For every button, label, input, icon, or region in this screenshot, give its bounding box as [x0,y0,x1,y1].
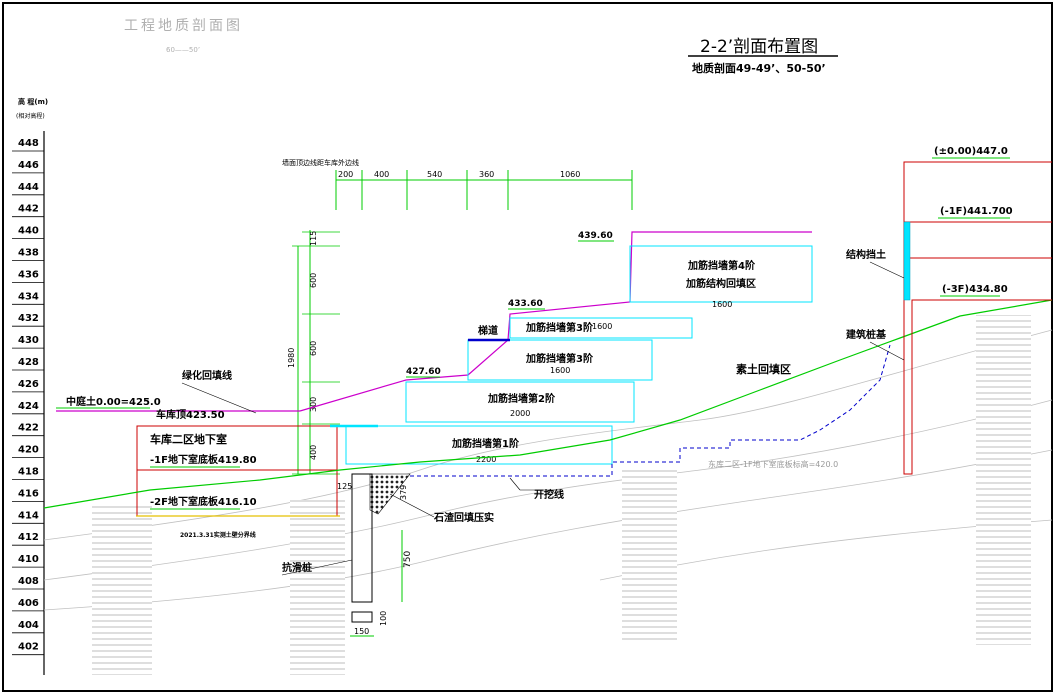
elevation-tick-label: 404 [18,620,39,631]
vdim-2: 600 [309,341,318,356]
struct-retain-label: 结构挡土 [846,248,886,261]
ramp-label: 梯道 [478,324,498,337]
elevation-tick-label: 448 [18,138,39,149]
elevation-tick-label: 428 [18,357,39,368]
tier1-width: 2200 [476,455,496,464]
anti-slide-label: 抗滑桩 [282,561,312,574]
b2-floor-label: -2F地下室底板416.10 [150,495,257,508]
tier3top-width: 1600 [592,322,612,331]
natural-ground-line [43,299,1053,509]
elevation-tick-label: 432 [18,313,39,324]
tier1-label: 加筋挡墙第1阶 [451,437,520,450]
sub-title: 地质剖面49-49’、50-50’ [692,61,826,75]
lvl-427-label: 427.60 [406,367,441,377]
vdim-3: 300 [309,397,318,412]
dim-750: 750 [403,551,413,568]
building-pile-label: 建筑桩基 [845,328,887,341]
elevation-tick-label: 402 [18,642,39,653]
vdim-1: 600 [309,273,318,288]
top-dim-2: 540 [427,170,442,179]
elevation-tick-label: 416 [18,488,39,499]
excavation-label: 开挖线 [534,488,564,501]
elevation-tick-label: 436 [18,269,39,280]
stone-fill: 石渣回填压实 [369,473,494,524]
zhongting-label: 中庭土0.00=425.0 [66,395,161,408]
top-dim-label: 墙面顶边线距车库外边线 [282,158,359,167]
f3-label: (-3F)434.80 [942,284,1008,295]
elevation-axis-title: 高 程(m) [18,97,48,106]
b1-floor-label: -1F地下室底板419.80 [150,453,257,466]
top-dim-1: 400 [374,170,389,179]
elevation-tick-label: 414 [18,510,39,521]
vdim-total: 1980 [287,348,296,368]
top-dim-3: 360 [479,170,494,179]
faint-title: 工程地质剖面图 [124,18,243,34]
elevation-tick-label: 412 [18,532,39,543]
tier4-label-b: 加筋结构回填区 [685,277,756,290]
backfill-line: 绿化回填线 427.60 433.60 439.60 [181,231,812,414]
dim-379: 379 [399,485,408,500]
faint-subtitle: 60——50’ [166,46,200,54]
tier2-label: 加筋挡墙第2阶 [487,392,556,405]
ramp: 梯道 [468,324,510,342]
lvl-433-label: 433.60 [508,299,543,309]
elevation-tick-label: 434 [18,291,39,302]
top-dimension-chain: 墙面顶边线距车库外边线 200 400 540 360 1060 [282,158,633,210]
green-backfill-label: 绿化回填线 [182,369,232,382]
elevation-tick-label: 406 [18,598,39,609]
garage-block: 车库二区地下室 -1F地下室底板419.80 -2F地下室底板416.10 [136,425,338,517]
vertical-dimension-chain: 1980 115 600 600 300 400 [287,230,340,475]
elevation-axis: 高 程(m) (相对高程) 448 446 444 442 440 438 436 434 43… [12,97,48,675]
tier2-width: 2000 [510,409,530,418]
f1-label: (-1F)441.700 [940,206,1013,217]
elevation-tick-label: 408 [18,576,39,587]
elevation-tick-label: 444 [18,182,39,193]
tier3-label: 加筋挡墙第3阶 [525,352,594,365]
elevation-tick-label: 440 [18,226,39,237]
elevation-tick-label: 446 [18,160,39,171]
elevation-tick-label: 410 [18,554,39,565]
stone-fill-label: 石渣回填压实 [433,511,494,524]
lvl-439-label: 439.60 [578,231,613,241]
elevation-tick-label: 426 [18,379,39,390]
right-building: (±0.00)447.0 (-1F)441.700 (-3F)434.80 结构… [845,146,1052,475]
dim-125: 125 [337,482,352,491]
main-title: 2-2’剖面布置图 [700,37,818,57]
excavation-dashed [410,344,891,477]
vdim-0: 115 [309,231,318,246]
geology-lines [43,329,1053,611]
plain-fill-label: 素土回填区 [736,362,791,376]
elevation-axis-subtitle: (相对高程) [16,112,45,120]
tier4-label-a: 加筋挡墙第4阶 [687,259,756,272]
anti-slide-pile: 抗滑桩 125 379 750 100 150 [281,473,413,637]
tier3top-label: 加筋挡墙第3阶 [525,321,594,334]
elevation-tick-label: 442 [18,204,39,215]
elevation-tick-label: 420 [18,445,39,456]
top-dim-0: 200 [338,170,353,179]
retaining-walls: 加筋挡墙第4阶 加筋结构回填区 1600 加筋挡墙第3阶 1600 加筋挡墙第3… [330,245,813,465]
garage-top-label: 车库顶423.50 [156,408,225,421]
elevation-tick-label: 418 [18,467,39,478]
garage-label: 车库二区地下室 [150,432,227,446]
tier4-width: 1600 [712,300,732,309]
ground-label: 东库二区-1F地下室底板标高=420.0 [708,459,838,469]
elevation-tick-label: 430 [18,335,39,346]
elevation-tick-label: 422 [18,423,39,434]
dim-150: 150 [354,627,369,636]
elevation-tick-label: 438 [18,248,39,259]
top-dim-4: 1060 [560,170,580,179]
elevation-tick-label: 424 [18,401,39,412]
vdim-4: 400 [309,445,318,460]
tier3-width: 1600 [550,366,570,375]
borehole-columns [92,315,1031,675]
survey-line-label: 2021.3.31实测土壁分界线 [180,531,256,539]
survey-line: 2021.3.31实测土壁分界线 [136,515,340,539]
pm0-label: (±0.00)447.0 [934,146,1008,157]
zhongting-level: 中庭土0.00=425.0 车库顶423.50 [56,395,300,421]
dim-100: 100 [379,611,388,626]
